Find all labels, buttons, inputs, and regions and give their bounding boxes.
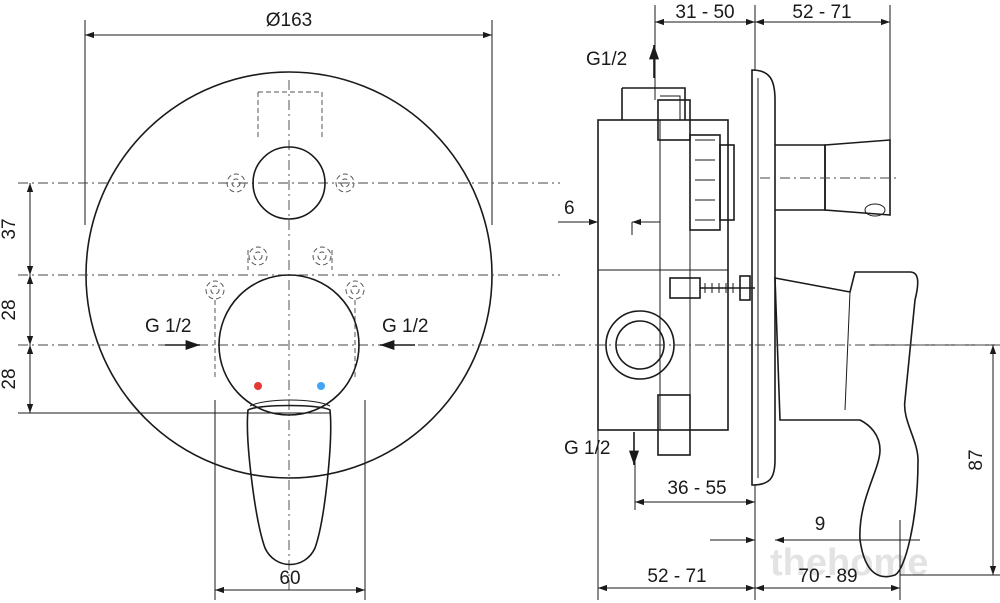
diameter-label: Ø163 — [266, 10, 312, 31]
installation-box — [597, 119, 729, 431]
dim-37-label: 37 — [0, 218, 20, 239]
diverter-opening — [252, 146, 326, 220]
g-right-label: G 1/2 — [382, 316, 428, 337]
dim-36-55-label: 36 - 55 — [667, 478, 726, 499]
cold-indicator — [317, 382, 325, 390]
dim-6-label: 6 — [564, 198, 575, 219]
dim-87-label: 87 — [966, 449, 987, 470]
dim-60-label: 60 — [279, 568, 300, 589]
g-left-label: G 1/2 — [145, 316, 191, 337]
dim-52-71-bottom-label: 52 - 71 — [647, 566, 706, 587]
dim-28-upper-label: 28 — [0, 299, 20, 320]
mixer-body — [218, 274, 360, 416]
g-bottom-label: G 1/2 — [564, 438, 610, 459]
hot-indicator — [254, 382, 262, 390]
dim-31-50-label: 31 - 50 — [675, 2, 734, 23]
inlet-pipe-outer — [605, 310, 675, 380]
shower-outlet-tube — [775, 144, 826, 211]
dim-28-lower-label: 28 — [0, 368, 20, 389]
g-top-label: G1/2 — [586, 49, 627, 70]
dim-70-89-label: 70 - 89 — [798, 566, 857, 587]
lever-profile — [774, 271, 919, 578]
dim-9-label: 9 — [815, 514, 826, 535]
side-view — [555, 5, 1000, 600]
front-view — [18, 20, 560, 600]
dim-52-71-top-label: 52 - 71 — [792, 2, 851, 23]
lever-handle — [246, 404, 332, 566]
watermark: thehome — [770, 542, 928, 584]
wall-rosette — [751, 69, 776, 486]
